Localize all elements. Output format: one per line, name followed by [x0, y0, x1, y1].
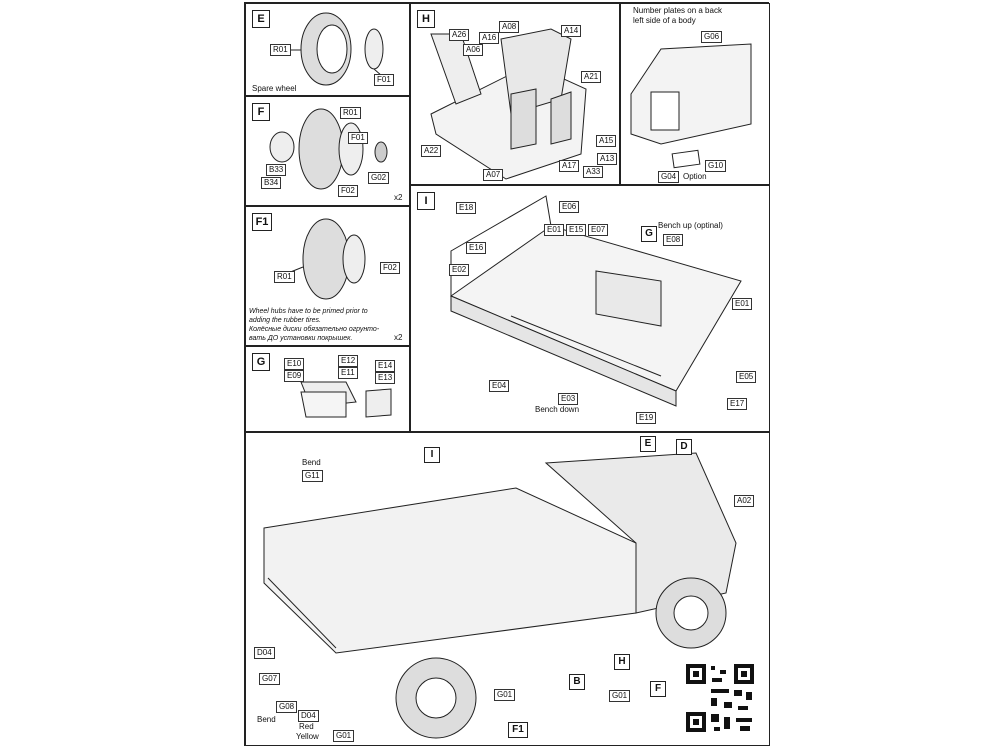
label-a17: A17	[559, 160, 580, 172]
label-g08: G08	[276, 701, 298, 713]
label-a07: A07	[483, 169, 504, 181]
label-e14: E14	[375, 360, 396, 372]
panel-f1: F1 R01 F02 Wheel hubs have to be primed …	[245, 206, 410, 346]
label-e08: E08	[663, 234, 684, 246]
label-a15: A15	[596, 135, 617, 147]
instruction-sheet: E R01 F01 Spare wheel H A26 A16 A08 A14 …	[244, 2, 770, 746]
primer-note: Wheel hubs have to be primed prior to ad…	[249, 308, 380, 342]
qr-code	[684, 662, 756, 734]
panel-h: H A26 A16 A08 A14 A06 A21 A15 A13 A22 A1…	[410, 3, 620, 185]
label-e18: E18	[456, 202, 477, 214]
label-a02: A02	[734, 495, 755, 507]
wheel-hub-drawing	[287, 218, 366, 300]
panel-letter-e: E	[252, 10, 270, 28]
label-e19: E19	[636, 412, 657, 424]
bench-parts-drawing	[300, 381, 392, 418]
panel-main-truck: I E D A02 Bend G11 D04 G07 G08 Bend D04 …	[245, 432, 770, 746]
panel-g: G E10 E09 E12 E11 E14 E13	[245, 346, 410, 432]
bench-down-label: Bench down	[535, 405, 580, 414]
label-f02: F02	[380, 262, 400, 274]
label-a06: A06	[463, 44, 484, 56]
panel-e: E R01 F01 Spare wheel	[245, 3, 410, 96]
truck-rear-drawing	[630, 43, 752, 169]
label-e01: E01	[732, 298, 753, 310]
label-a21: A21	[581, 71, 602, 83]
panel-letter-h: H	[417, 10, 435, 28]
label-b33: B33	[266, 164, 287, 176]
bend-label-top: Bend	[302, 458, 321, 467]
label-g07: G07	[259, 673, 281, 685]
label-e16: E16	[466, 242, 487, 254]
cargo-body-drawing	[449, 195, 742, 407]
label-r01: R01	[270, 44, 291, 56]
callout-e: E	[640, 436, 656, 452]
label-e15: E15	[566, 224, 587, 236]
multiplier-x2: x2	[394, 193, 403, 202]
callout-i: I	[424, 447, 440, 463]
yellow-label: Yellow	[296, 732, 319, 741]
label-e09: E09	[284, 370, 305, 382]
label-e04: E04	[489, 380, 510, 392]
label-e02: E02	[449, 264, 470, 276]
label-d04-lower: D04	[298, 710, 319, 722]
label-g04: G04	[658, 171, 680, 183]
label-e13: E13	[375, 372, 396, 384]
label-g01-a: G01	[333, 730, 355, 742]
label-a33: A33	[583, 166, 604, 178]
spare-wheel-caption: Spare wheel	[252, 84, 297, 93]
cab-interior-drawing	[430, 28, 587, 180]
panel-letter-i: I	[417, 192, 435, 210]
bench-up-callout: G	[641, 226, 657, 242]
panel-letter-f: F	[252, 103, 270, 121]
wheel-assembly-drawing	[269, 108, 388, 190]
label-a16: A16	[479, 32, 500, 44]
panel-i: I E18 E06 E01 E15 E07 E16 E02 G Bench up…	[410, 185, 770, 432]
plates-title: Number plates on a back left side of a b…	[633, 6, 722, 25]
label-e05: E05	[736, 371, 757, 383]
label-f01: F01	[348, 132, 368, 144]
truck-assembly-drawing	[263, 452, 737, 739]
label-a08: A08	[499, 21, 520, 33]
label-g01-b: G01	[494, 689, 516, 701]
label-d04: D04	[254, 647, 275, 659]
label-a26: A26	[449, 29, 470, 41]
label-e06: E06	[559, 201, 580, 213]
label-e12: E12	[338, 355, 359, 367]
callout-h: H	[614, 654, 630, 670]
red-label: Red	[299, 722, 314, 731]
label-r01: R01	[274, 271, 295, 283]
label-e07: E07	[588, 224, 609, 236]
label-e03: E03	[558, 393, 579, 405]
panel-letter-f1: F1	[252, 213, 272, 231]
label-g11: G11	[302, 470, 323, 482]
callout-f1: F1	[508, 722, 528, 738]
label-e17: E17	[727, 398, 748, 410]
callout-d: D	[676, 439, 692, 455]
label-e01: E01	[544, 224, 565, 236]
callout-f: F	[650, 681, 666, 697]
label-f02: F02	[338, 185, 358, 197]
label-a13: A13	[597, 153, 618, 165]
label-f01: F01	[374, 74, 394, 86]
label-g06: G06	[701, 31, 723, 43]
label-a14: A14	[561, 25, 582, 37]
panel-letter-g: G	[252, 353, 270, 371]
panel-f: F R01 F01 B33 B34 F02 G02 x2	[245, 96, 410, 206]
label-g01-c: G01	[609, 690, 631, 702]
multiplier-x2: x2	[394, 333, 403, 342]
bench-up-label: Bench up (optinal)	[658, 221, 723, 230]
label-g02: G02	[368, 172, 390, 184]
label-a22: A22	[421, 145, 442, 157]
label-r01: R01	[340, 107, 361, 119]
label-b34: B34	[261, 177, 282, 189]
label-g10: G10	[705, 160, 727, 172]
panel-number-plates: Number plates on a back left side of a b…	[620, 3, 770, 185]
callout-b: B	[569, 674, 585, 690]
label-e11: E11	[338, 367, 358, 379]
bend-label-bottom: Bend	[257, 715, 276, 724]
label-e10: E10	[284, 358, 305, 370]
option-label: Option	[683, 172, 707, 181]
